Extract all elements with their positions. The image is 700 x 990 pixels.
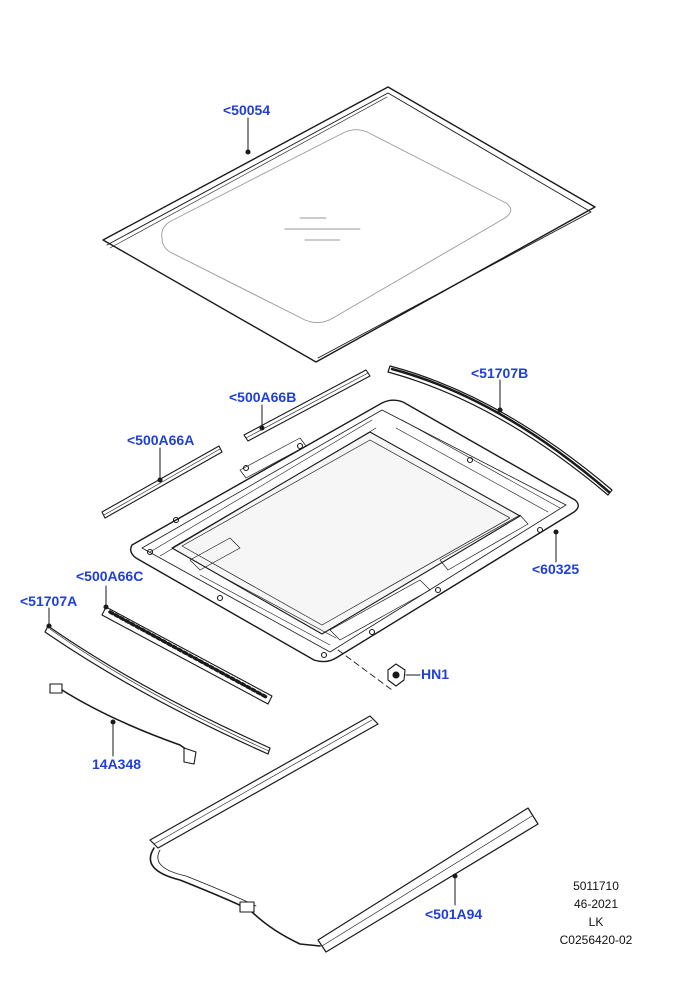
callout-nut[interactable]: HN1	[421, 666, 450, 682]
drawing-reference-block: 5011710 46-2021 LK C0256420-02	[548, 877, 644, 949]
sunroof-frame	[129, 399, 579, 691]
seal-strip-c	[101, 585, 273, 705]
callout-seal-strip-b[interactable]: <500A66B	[229, 389, 297, 405]
seal-strip-b	[243, 369, 371, 442]
callout-harness[interactable]: 14A348	[92, 756, 142, 772]
reference-line-4: C0256420-02	[559, 933, 633, 947]
trim-strip-a	[44, 607, 271, 755]
callout-frame[interactable]: <60325	[532, 561, 580, 577]
reference-line-3: LK	[588, 915, 604, 929]
seal-strip-a	[101, 445, 223, 519]
callout-motor-assembly[interactable]: <501A94	[425, 906, 483, 922]
callout-seal-strip-c[interactable]: <500A66C	[76, 568, 144, 584]
callout-seal-strip-a[interactable]: <500A66A	[127, 432, 195, 448]
callout-glass-panel[interactable]: <50054	[223, 102, 271, 118]
glass-roof-panel	[102, 86, 596, 363]
reference-line-1: 5011710	[573, 879, 619, 893]
reference-line-2: 46-2021	[573, 897, 619, 911]
nut-hn1	[387, 663, 421, 687]
callout-trim-strip-b[interactable]: <51707B	[471, 365, 529, 381]
motor-drive-assembly	[149, 715, 539, 953]
wiring-harness	[49, 683, 197, 765]
callout-trim-strip-a[interactable]: <51707A	[20, 593, 78, 609]
trim-strip-b	[387, 365, 613, 496]
